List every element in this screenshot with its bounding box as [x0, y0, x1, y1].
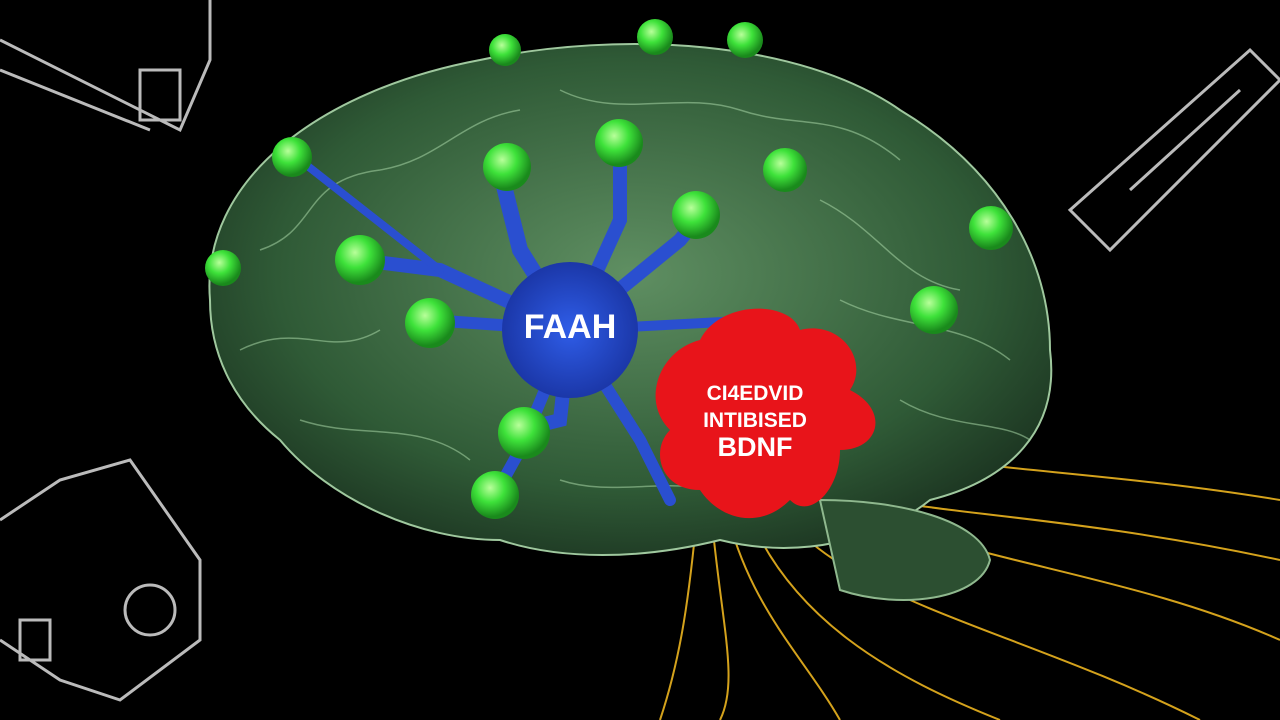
receptor-dot — [471, 471, 519, 519]
cerebellum — [818, 498, 992, 601]
blob-text-line3: BDNF — [717, 432, 793, 462]
bdnf-blob-text: CI4EDVID INTIBISED BDNF — [660, 380, 850, 461]
receptor-dot — [637, 19, 673, 55]
device-sketch-topleft — [0, 0, 212, 133]
receptor-dot — [969, 206, 1013, 250]
receptor-dot — [498, 407, 550, 459]
receptor-dot — [727, 22, 763, 58]
faah-label: FAAH — [523, 308, 617, 346]
blob-text-line1: CI4EDVID — [706, 382, 804, 405]
device-sketch-topright — [1067, 47, 1280, 253]
receptor-dot — [272, 137, 312, 177]
receptor-dot — [763, 148, 807, 192]
receptor-dot — [483, 143, 531, 191]
receptor-dot — [405, 298, 455, 348]
device-sketch-bottomleft — [0, 458, 202, 702]
receptor-dots — [205, 19, 1013, 519]
receptor-dot — [672, 191, 720, 239]
faah-node — [502, 262, 638, 398]
receptor-dot — [595, 119, 643, 167]
bdnf-blob — [655, 308, 876, 519]
receptor-dot — [489, 34, 521, 66]
blob-text-line2: INTIBISED — [703, 409, 807, 432]
receptor-dot — [910, 286, 958, 334]
receptor-dot — [335, 235, 385, 285]
receptor-dot — [205, 250, 241, 286]
